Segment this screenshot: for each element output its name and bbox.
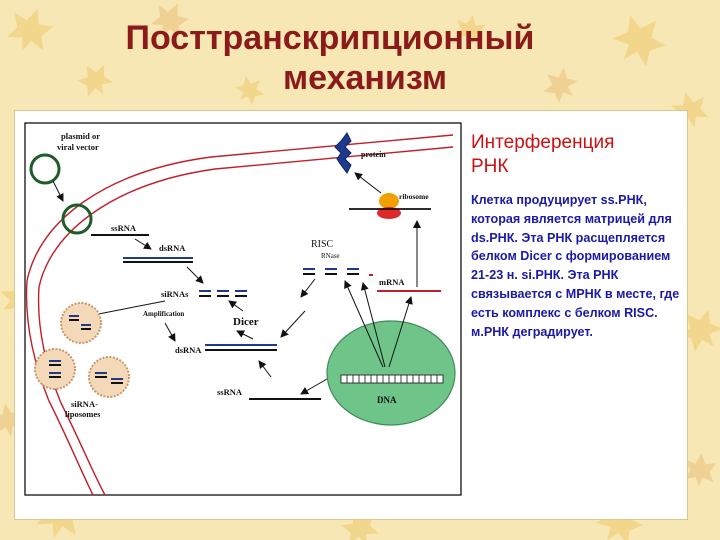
slide-title: Посттранскрипционный механизм — [0, 18, 720, 98]
label-ribosome: ribosome — [399, 192, 429, 201]
plasmid-ring-outside — [29, 153, 61, 185]
label-dna: DNA — [377, 395, 397, 405]
side-title: Интерференция РНК — [471, 131, 681, 179]
liposome-1 — [60, 302, 102, 344]
label-rnase: RNase — [321, 252, 340, 260]
label-plasmid-2: viral vector — [57, 142, 99, 152]
sirna-duplexes — [199, 290, 247, 297]
label-dsrna-bottom: dsRNA — [175, 345, 202, 355]
slide-title-line1: Посттранскрипционный — [125, 19, 535, 57]
label-plasmid-1: plasmid or — [61, 131, 100, 141]
ribosome-small-subunit — [377, 207, 401, 219]
protein-shape — [334, 132, 352, 174]
label-ssrna-bottom: ssRNA — [217, 387, 243, 397]
nucleus — [326, 320, 456, 426]
figure-frame — [24, 122, 462, 496]
dna-strand — [340, 374, 444, 384]
label-dicer: Dicer — [233, 316, 259, 328]
label-sirnas: siRNAs — [161, 289, 189, 299]
side-body-text: Клетка продуцирует ss.РНК, которая являе… — [471, 193, 680, 339]
content-panel: plasmid or viral vector ssRNA dsRNA siRN… — [14, 110, 688, 520]
liposome-2 — [34, 348, 76, 390]
ribosome-large-subunit — [379, 193, 399, 209]
plasmid-ring-inside — [61, 203, 93, 235]
rnai-diagram: plasmid or viral vector ssRNA dsRNA siRN… — [24, 122, 462, 496]
label-protein: protein — [361, 150, 386, 159]
risc-complex — [303, 268, 373, 276]
label-dsrna-top: dsRNA — [159, 243, 186, 253]
side-title-line1: Интерференция — [471, 132, 615, 153]
label-mrna: mRNA — [379, 277, 405, 287]
side-title-line2: РНК — [471, 156, 509, 177]
label-sirna-liposomes-2: liposomes — [65, 409, 101, 419]
label-ssrna-top: ssRNA — [111, 223, 137, 233]
label-sirna-liposomes-1: siRNA- — [71, 399, 98, 409]
label-amplification: Amplification — [143, 310, 184, 318]
liposome-3 — [88, 356, 130, 398]
slide-title-line2: механизм — [282, 59, 448, 97]
cell-membrane-inner — [38, 146, 454, 288]
label-risc: RISC — [311, 239, 334, 250]
cell-membrane-outer — [26, 134, 454, 282]
